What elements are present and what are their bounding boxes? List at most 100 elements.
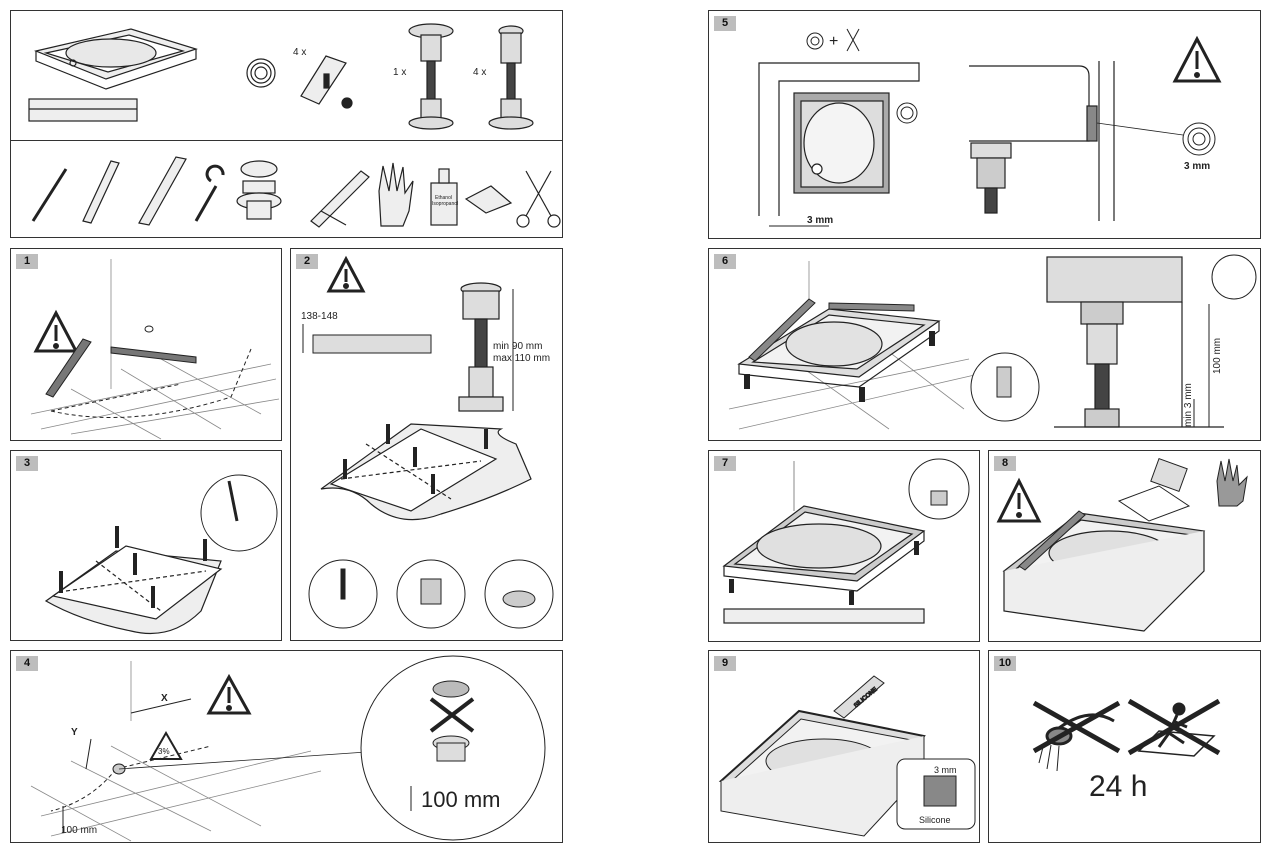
step-number: 8: [994, 456, 1016, 471]
warning-icon: [206, 673, 252, 715]
tray-profile: [312, 334, 432, 354]
y-label: Y: [71, 727, 78, 738]
tape-roll-icon: [1182, 122, 1216, 156]
feet-markers: [729, 541, 919, 605]
cloth-icon: [464, 185, 513, 214]
tray-on-floor: [320, 423, 532, 521]
floor-grid: [30, 259, 280, 440]
floor-grid: [30, 661, 322, 842]
spirit-level-icon: [138, 156, 187, 226]
wall-corner: [758, 62, 920, 216]
tape-roll-icon: [896, 102, 918, 124]
adjustable-foot-icon: [488, 25, 534, 130]
floor-height-label: 100 mm: [61, 825, 97, 836]
warning-icon: [996, 477, 1042, 523]
tray-section: [969, 61, 1115, 221]
silicone-label: Silicone: [919, 815, 951, 825]
step-5-illustration: + 3 mm 3 mm: [758, 28, 1222, 227]
silicone-gun-icon: [310, 170, 370, 228]
pencil-icon: [31, 168, 68, 222]
tape-thickness-label: 3 mm: [1184, 161, 1210, 172]
step-6-panel: 6 100 mm: [708, 248, 1261, 441]
foot-multi-count: 4 x: [473, 67, 486, 78]
step-6-illustration: 100 mm min 3 mm: [728, 254, 1257, 430]
detail-circle: [908, 458, 970, 520]
gap-label: 3 mm: [934, 765, 957, 775]
drain-height-label: 100 mm: [421, 787, 500, 812]
feet-markers: [744, 331, 935, 402]
step-number: 9: [714, 656, 736, 671]
tape-roll-icon: [806, 32, 824, 50]
scissors-icon: [516, 170, 561, 228]
step-2-panel: 2 138-148 min 90 mm max 110 mm: [290, 248, 563, 641]
step-9-illustration: SILICONE 3 mm Silicone: [718, 675, 976, 837]
foot-single-count: 1 x: [393, 67, 406, 78]
step-number: 6: [714, 254, 736, 269]
tools-illustration: Ethanol Isopropanol: [31, 156, 561, 228]
step-4-illustration: X Y 3% 100 mm 100 mm: [30, 655, 546, 842]
max-height-label: max 110 mm: [493, 353, 550, 364]
shower-tray-icon: [737, 308, 941, 388]
silicone-gun-icon: SILICONE: [833, 675, 885, 719]
parts-illustration: 4 x 1 x 4 x: [28, 23, 534, 130]
no-shower-icon: [1032, 700, 1121, 772]
adjustable-foot-icon: [408, 23, 454, 130]
spirit-level-icon: [1018, 510, 1086, 571]
height-label: 100 mm: [1212, 338, 1223, 374]
wrench-icon: [194, 164, 225, 222]
height-range-label: 138-148: [301, 311, 338, 322]
tape-roll-icon: [246, 58, 276, 88]
slope-label: 3%: [158, 747, 170, 756]
detail-circle: [396, 559, 466, 629]
tray-outline: [50, 348, 252, 418]
warning-icon: [1172, 35, 1222, 83]
detail-circle: [970, 352, 1040, 422]
feet-markers: [343, 424, 488, 494]
warning-icon: [326, 255, 366, 293]
detail-circle: [360, 655, 546, 841]
step-1-illustration: [30, 259, 280, 440]
adjustable-foot-icon: [458, 282, 504, 412]
scissors-icon: [846, 28, 860, 52]
detail-circle: [484, 559, 554, 629]
step-7-illustration: [722, 458, 970, 624]
step-number: 1: [16, 254, 38, 269]
tray-section: [1046, 256, 1224, 428]
step-number: 3: [16, 456, 38, 471]
min-height-label: min 90 mm: [493, 341, 542, 352]
gloves-icon: [1216, 458, 1248, 507]
cloth-icon: [1117, 485, 1191, 522]
detail-circle: [1211, 254, 1257, 300]
step-number: 5: [714, 16, 736, 31]
step-3-panel: 3: [10, 450, 282, 641]
step-8-illustration: [996, 457, 1248, 632]
step-number: 7: [714, 456, 736, 471]
ethanol-bottle-icon: [1150, 457, 1188, 493]
shower-tray-icon: [28, 28, 198, 122]
shower-tray-icon: [718, 709, 926, 837]
gloves-icon: [378, 162, 414, 227]
step-number: 10: [994, 656, 1016, 671]
feet-markers: [59, 526, 207, 608]
step-1-panel: 1: [10, 248, 282, 441]
step-10-panel: 10 24 h: [988, 650, 1261, 843]
detail-box: [896, 758, 976, 830]
spirit-level-icon: [748, 298, 915, 362]
tools-panel: Ethanol Isopropanol: [10, 140, 563, 238]
no-stepping-icon: [1127, 698, 1221, 757]
isopropanol-text: Isopropanol: [432, 201, 458, 207]
detail-circle: [200, 474, 278, 552]
x-label: X: [161, 693, 168, 704]
slope-triangle: [149, 730, 183, 760]
gap-label: 3 mm: [807, 215, 833, 226]
ethanol-text: Ethanol: [435, 195, 452, 201]
ethanol-bottle-icon: [430, 168, 458, 226]
folding-rule-icon: [82, 160, 120, 224]
bracket-icon: [300, 55, 353, 109]
shower-tray-icon: [1002, 512, 1206, 632]
plus-sign: +: [829, 33, 838, 50]
step-5-panel: 5 + 3 mm 3 mm: [708, 10, 1261, 239]
step-4-panel: 4 X Y 3% 100 mm 100 mm: [10, 650, 563, 843]
detail-circle: [308, 559, 378, 629]
step-10-illustration: 24 h: [1032, 698, 1221, 803]
